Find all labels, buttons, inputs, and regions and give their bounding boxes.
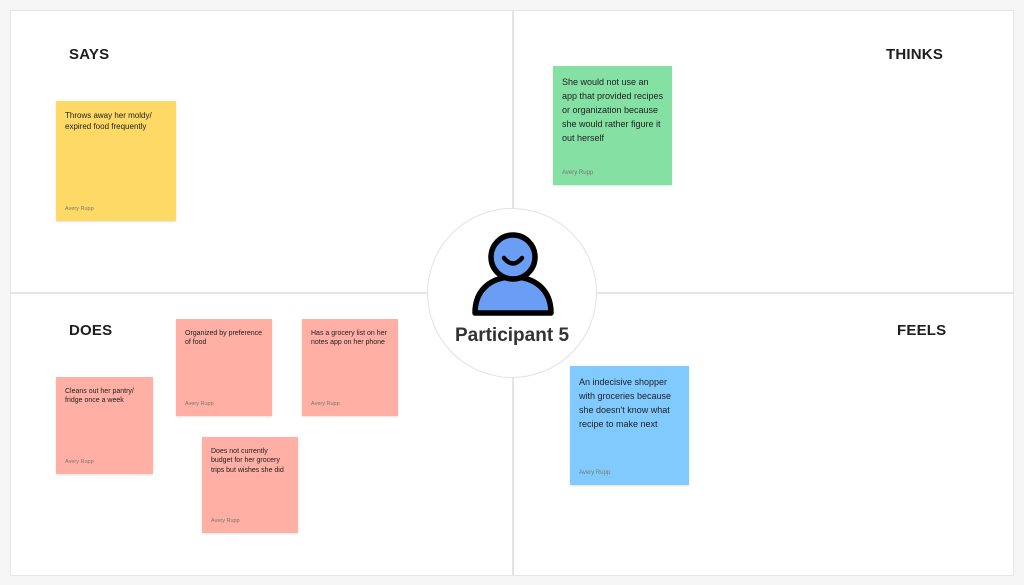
sticky-note-does[interactable]: Has a grocery list on her notes app on h… (302, 319, 398, 416)
participant-circle[interactable]: Participant 5 (427, 208, 597, 378)
participant-label: Participant 5 (454, 325, 570, 346)
sticky-note-text: Does not currently budget for her grocer… (211, 448, 284, 474)
quadrant-title-feels: FEELS (897, 322, 947, 339)
sticky-note-author: Avery Rupp (65, 459, 94, 465)
quadrant-title-thinks: THINKS (886, 46, 944, 63)
sticky-note-text: Cleans out her pantry/ fridge once a wee… (65, 388, 134, 405)
sticky-note-text: She would not use an app that provided r… (562, 77, 664, 143)
sticky-note-author: Avery Rupp (65, 206, 94, 212)
sticky-note-text: Throws away her moldy/ expired food freq… (65, 111, 152, 131)
sticky-note-says[interactable]: Throws away her moldy/ expired food freq… (56, 101, 176, 221)
empathy-map-board: SAYS THINKS DOES FEELS Throws away her m… (10, 10, 1014, 576)
sticky-note-text: Has a grocery list on her notes app on h… (311, 330, 387, 347)
sticky-note-author: Avery Rupp (562, 170, 594, 176)
sticky-note-text: An indecisive shopper with groceries bec… (579, 377, 672, 429)
sticky-note-author: Avery Rupp (185, 401, 214, 407)
sticky-note-does[interactable]: Cleans out her pantry/ fridge once a wee… (56, 377, 153, 474)
sticky-note-does[interactable]: Does not currently budget for her grocer… (202, 437, 298, 533)
sticky-note-author: Avery Rupp (579, 470, 611, 476)
person-icon (472, 232, 554, 316)
sticky-note-thinks[interactable]: She would not use an app that provided r… (553, 66, 672, 185)
sticky-note-author: Avery Rupp (211, 518, 240, 524)
sticky-note-feels[interactable]: An indecisive shopper with groceries bec… (570, 366, 689, 485)
quadrant-title-says: SAYS (69, 46, 110, 63)
sticky-note-author: Avery Rupp (311, 401, 340, 407)
sticky-note-text: Organized by preference of food (185, 330, 263, 347)
quadrant-title-does: DOES (69, 322, 113, 339)
sticky-note-does[interactable]: Organized by preference of food Avery Ru… (176, 319, 272, 416)
